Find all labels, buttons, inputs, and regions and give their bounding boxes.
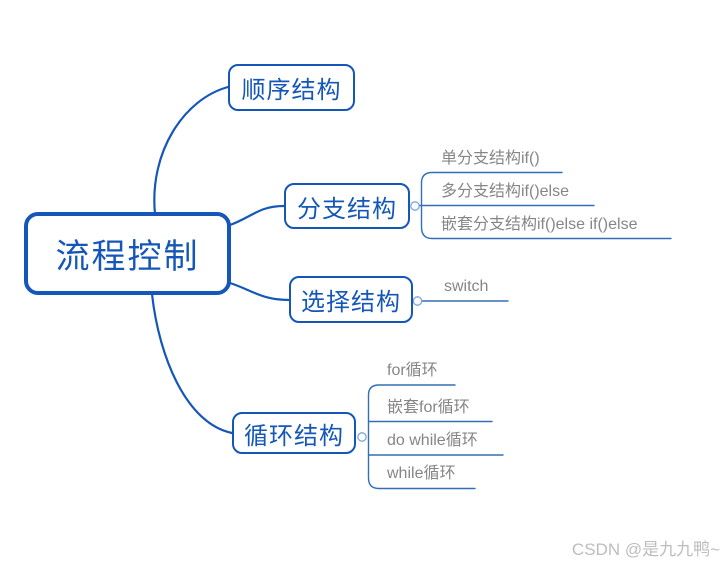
connector-root-loop	[150, 292, 234, 435]
subtopic-single-if[interactable]: 单分支结构if()	[441, 150, 540, 167]
subtopic-for-loop[interactable]: for循环	[387, 362, 438, 379]
node-select-structure[interactable]: 选择结构	[289, 276, 413, 323]
connector-root-sequence	[153, 85, 230, 216]
node-loop-structure[interactable]: 循环结构	[232, 412, 356, 454]
collapse-handle-select[interactable]	[412, 296, 423, 306]
node-branch-structure[interactable]: 分支结构	[284, 183, 410, 229]
watermark-csdn: CSDN @是九九鸭~	[571, 540, 720, 559]
collapse-handle-loop[interactable]	[357, 432, 367, 442]
connector-loop-bracket	[367, 384, 476, 490]
node-sequence-structure[interactable]: 顺序结构	[228, 64, 355, 111]
connector-root-branch	[228, 204, 286, 227]
subtopic-nested-for-loop[interactable]: 嵌套for循环	[387, 399, 470, 416]
node-root-flow-control[interactable]: 流程控制	[24, 212, 231, 295]
connector-root-select	[228, 281, 291, 302]
subtopic-do-while-loop[interactable]: do while循环	[387, 432, 478, 449]
collapse-handle-branch[interactable]	[410, 201, 420, 211]
subtopic-multi-if-else[interactable]: 多分支结构if()else	[441, 183, 570, 200]
subtopic-nested-if-else[interactable]: 嵌套分支结构if()else if()else	[441, 216, 638, 233]
subtopic-switch[interactable]: switch	[444, 278, 489, 295]
subtopic-while-loop[interactable]: while循环	[387, 465, 456, 482]
